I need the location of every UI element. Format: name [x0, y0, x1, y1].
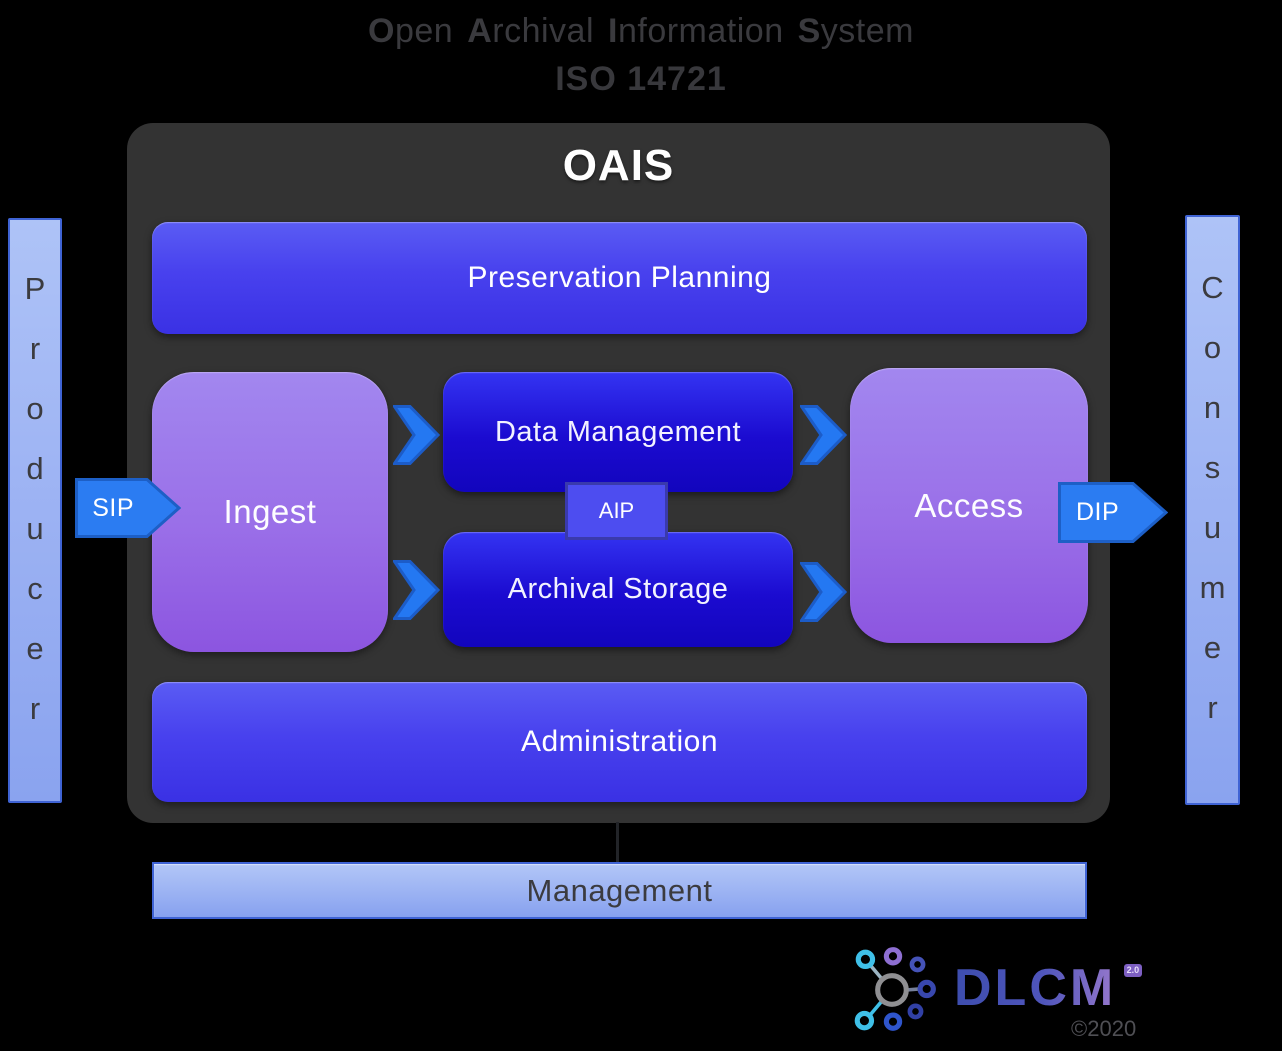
management-connector-line — [616, 822, 619, 864]
preservation-planning-label: Preservation Planning — [467, 261, 772, 294]
dlcm-version-badge: 2.0 — [1123, 964, 1143, 977]
dip-label: DIP — [1076, 498, 1120, 526]
preservation-planning-box: Preservation Planning — [152, 222, 1087, 334]
title-word: System — [797, 12, 914, 50]
dip-arrow-shape — [1058, 482, 1169, 543]
producer-bar: Producer — [8, 218, 62, 803]
dlcm-logo: DLCM 2.0 ©2020 — [848, 944, 1143, 1042]
sip-label: SIP — [92, 493, 135, 522]
title-word: Open — [368, 12, 454, 50]
consumer-bar: Consumer — [1185, 215, 1240, 805]
ingest-label: Ingest — [223, 493, 317, 530]
oais-title: OAIS — [562, 141, 675, 190]
dlcm-copyright: ©2020 — [1071, 1016, 1137, 1041]
dlcm-wordmark-block: DLCM 2.0 ©2020 — [954, 959, 1143, 1042]
page-title: Open Archival Information System — [0, 12, 1282, 51]
administration-box: Administration — [152, 682, 1087, 802]
chevron-right-icon — [800, 405, 847, 465]
dip-arrow: DIP — [1058, 482, 1169, 543]
oais-container: OAIS Preservation Planning Ingest Data M… — [127, 123, 1110, 823]
aip-box: AIP — [565, 482, 668, 540]
archival-storage-label: Archival Storage — [507, 573, 729, 605]
sip-arrow: SIP — [75, 478, 182, 538]
producer-label: Producer — [17, 270, 53, 751]
administration-label: Administration — [520, 725, 719, 758]
aip-label: AIP — [598, 498, 635, 523]
data-management-box: Data Management — [443, 372, 793, 492]
chevron-right-icon — [800, 562, 847, 622]
chevron-right-icon — [393, 405, 440, 465]
title-word: Archival — [467, 12, 595, 50]
management-bar: Management — [152, 862, 1087, 919]
dlcm-network-icon — [854, 947, 936, 1031]
access-box: Access — [850, 368, 1088, 643]
title-word: Information — [608, 12, 784, 50]
consumer-label: Consumer — [1195, 270, 1230, 750]
dlcm-name: DLCM — [954, 959, 1117, 1017]
data-management-label: Data Management — [494, 415, 742, 448]
iso-standard-label: ISO 14721 — [555, 60, 727, 98]
chevron-right-icon — [393, 560, 440, 620]
access-label: Access — [914, 486, 1024, 524]
ingest-box: Ingest — [152, 372, 388, 652]
archival-storage-box: Archival Storage — [443, 532, 793, 647]
sip-arrow-shape — [75, 478, 182, 538]
management-label: Management — [526, 872, 713, 908]
